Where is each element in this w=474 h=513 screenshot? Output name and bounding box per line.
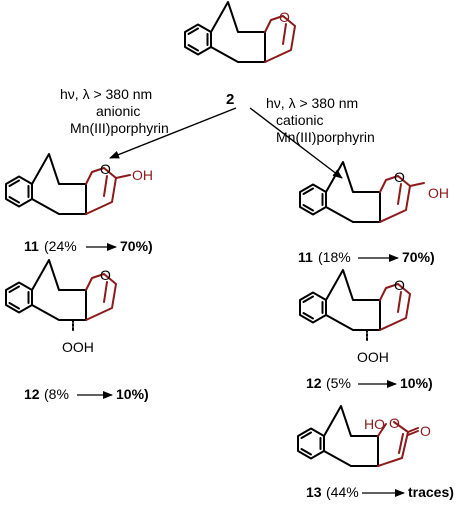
conditions-left-line1: hν, λ > 380 nm [60,86,152,102]
substituent-left-11: OH [132,167,153,183]
label-right-11-to: 70%) [402,249,435,265]
label-right-11-number: 11 [298,249,313,265]
arrow-right [249,107,343,179]
conditions-left-line3: Mn(III)porphyrin [70,120,169,136]
yield-left-11: 11 (24% 70%) [24,238,153,254]
ring-oxygen-2: O [279,9,290,25]
label-right-12-from: (5% [326,375,351,391]
substituent-right-12: OOH [357,349,389,365]
label-left-12-from: (8% [44,386,69,402]
label-compound-2: 2 [226,91,234,108]
structure-right-13 [297,405,419,467]
ring-oxygen-left-12: O [100,267,111,283]
label-right-12-to: 10%) [400,375,433,391]
conditions-left-line2: anionic [96,103,140,119]
yield-right-11: 11 (18% 70%) [298,249,435,265]
substituent-right-13-ring-o: O [389,415,400,431]
ring-oxygen-left-11: O [100,161,111,177]
yield-right-12: 12 (5% 10%) [306,375,433,391]
label-left-11-from: (24% [44,238,77,254]
label-left-11-number: 11 [24,238,39,254]
structure-left-11 [5,153,131,215]
conditions-right: hν, λ > 380 nm cationic Mn(III)porphyrin [266,95,375,145]
label-right-13-to: traces) [408,484,454,500]
label-left-12-number: 12 [24,386,40,402]
conditions-right-line1: hν, λ > 380 nm [266,95,358,111]
label-right-12-number: 12 [306,375,322,391]
structure-right-12 [299,269,411,343]
label-left-11-to: 70%) [120,238,153,254]
conditions-right-line2: cationic [276,112,323,128]
label-left-12-to: 10%) [116,386,149,402]
ring-oxygen-right-12: O [394,277,405,293]
substituent-right-13-ho: HO [364,416,385,432]
yield-right-13: 13 (44% traces) [306,484,454,500]
substituent-right-13-carbonyl-o: O [420,423,431,439]
label-right-11-from: (18% [318,249,351,265]
yield-left-12: 12 (8% 10%) [24,386,149,402]
conditions-left: hν, λ > 380 nm anionic Mn(III)porphyrin [60,86,169,136]
label-right-13-from: (44% [326,484,359,500]
structure-left-12 [5,259,117,333]
substituent-left-12: OOH [62,339,94,355]
structure-right-11 [299,161,425,223]
substituent-right-11: OH [428,185,449,201]
arrow-left [109,107,237,159]
conditions-right-line3: Mn(III)porphyrin [276,129,375,145]
label-right-13-number: 13 [306,484,322,500]
ring-oxygen-right-11: O [394,169,405,185]
